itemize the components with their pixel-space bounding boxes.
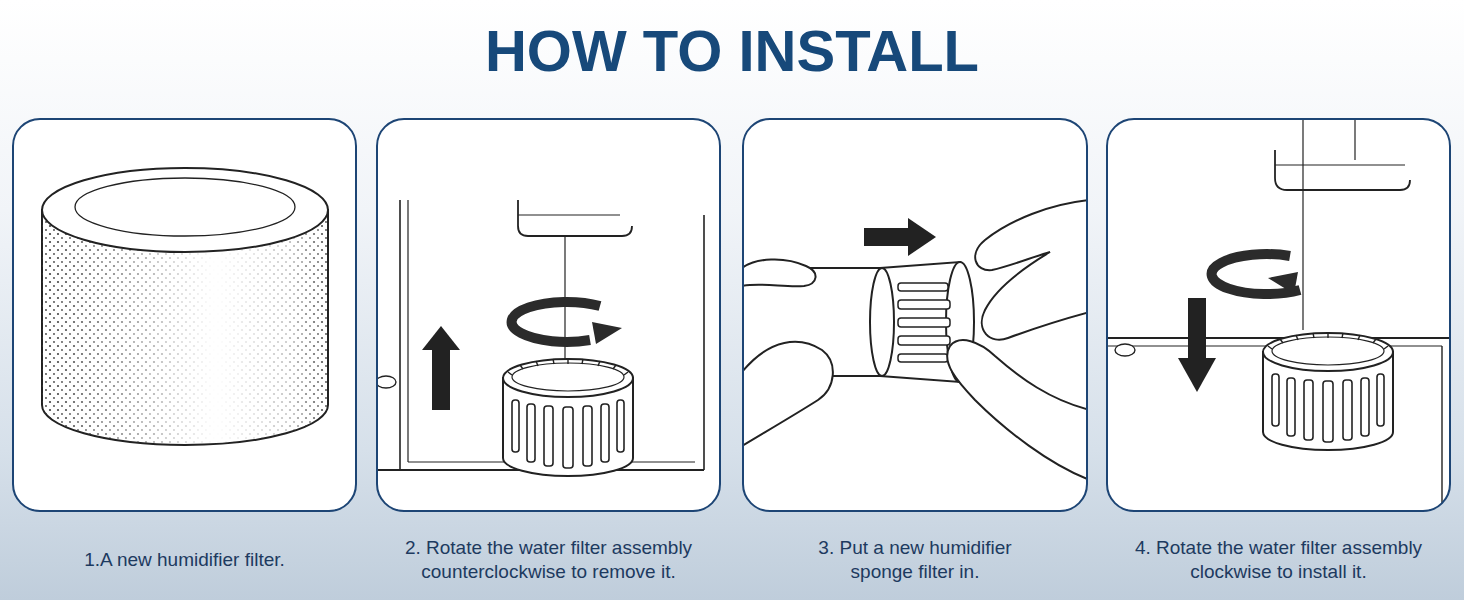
insert-drawing (743, 200, 1087, 480)
remove-drawing (377, 200, 704, 476)
page-title: HOW TO INSTALL (0, 18, 1464, 85)
caption-area: 2. Rotate the water filter assembly coun… (378, 528, 719, 592)
caption-area: 1.A new humidifier filter. (14, 528, 355, 592)
caption-area: 4. Rotate the water filter assembly cloc… (1108, 528, 1449, 592)
step-panel: 4. Rotate the water filter assembly cloc… (1106, 118, 1451, 512)
step-caption: 1.A new humidifier filter. (84, 548, 285, 572)
step-panel: 1.A new humidifier filter. (12, 118, 357, 512)
caption-area: 3. Put a new humidifier sponge filter in… (744, 528, 1086, 592)
filter-drawing (42, 168, 328, 445)
step-panel: 2. Rotate the water filter assembly coun… (376, 118, 721, 512)
step-caption: 2. Rotate the water filter assembly coun… (379, 536, 719, 584)
step-caption: 4. Rotate the water filter assembly cloc… (1118, 536, 1440, 584)
step-caption: 3. Put a new humidifier sponge filter in… (799, 536, 1031, 584)
step-panel: 3. Put a new humidifier sponge filter in… (742, 118, 1088, 512)
install-drawing (1107, 119, 1450, 511)
